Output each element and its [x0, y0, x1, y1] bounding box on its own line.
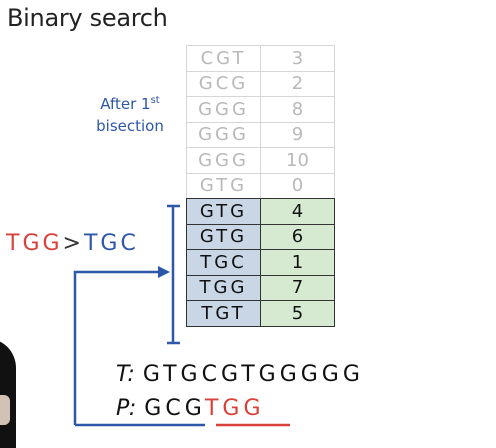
faded-row: GGG 10: [186, 147, 335, 174]
pattern-plain: GCG: [144, 396, 205, 421]
slide-title: Binary search: [7, 4, 168, 32]
suffix-cell: GTG: [186, 223, 261, 250]
suffix-cell: TGC: [186, 249, 261, 276]
suffix-cell: GTG: [186, 198, 261, 225]
presenter-hand: [0, 395, 10, 425]
comparison-left: TGG: [6, 231, 63, 256]
pointer-arrowhead: [158, 266, 170, 278]
suffix-cell: TGG: [186, 274, 261, 301]
faded-row: GTG 0: [186, 172, 335, 199]
comparison-operator: >: [62, 231, 84, 256]
suffix-cell: GGG: [186, 147, 261, 174]
active-row: GTG 6: [186, 223, 335, 250]
text-sequence: T: GTGCGTGGGGG: [116, 362, 364, 387]
suffix-cell: TGT: [186, 300, 261, 327]
active-row: TGT 5: [186, 300, 335, 327]
index-cell: 5: [260, 300, 335, 327]
index-cell: 2: [260, 70, 335, 97]
suffix-cell: GGG: [186, 96, 261, 123]
index-cell: 10: [260, 147, 335, 174]
suffix-cell: GGG: [186, 121, 261, 148]
active-row: TGG 7: [186, 274, 335, 301]
annotation-line2: bisection: [96, 117, 164, 135]
active-row: GTG 4: [186, 198, 335, 225]
faded-row: GGG 9: [186, 121, 335, 148]
range-bracket: [167, 204, 180, 345]
index-cell: 9: [260, 121, 335, 148]
connector-lines: [73, 204, 290, 427]
pattern-sequence: P: GCGTGG: [116, 396, 265, 421]
text-label: T:: [116, 362, 135, 387]
pattern-label: P:: [116, 396, 137, 421]
bisection-annotation: After 1st bisection: [90, 90, 170, 137]
suffix-cell: GCG: [186, 70, 261, 97]
index-cell: 6: [260, 223, 335, 250]
faded-row: GCG 2: [186, 70, 335, 97]
annotation-line1: After 1st: [100, 95, 160, 113]
pattern-highlight: TGG: [204, 396, 265, 421]
index-cell: 7: [260, 274, 335, 301]
text-sequence-value: GTGCGTGGGGG: [142, 362, 364, 387]
comparison-expression: TGG>TGC: [6, 231, 139, 256]
comparison-right: TGC: [83, 231, 139, 256]
suffix-array-table: CGT 3 GCG 2 GGG 8 GGG 9 GGG 10 GTG 0 GTG…: [186, 45, 335, 327]
pointer-path: [73, 270, 160, 425]
